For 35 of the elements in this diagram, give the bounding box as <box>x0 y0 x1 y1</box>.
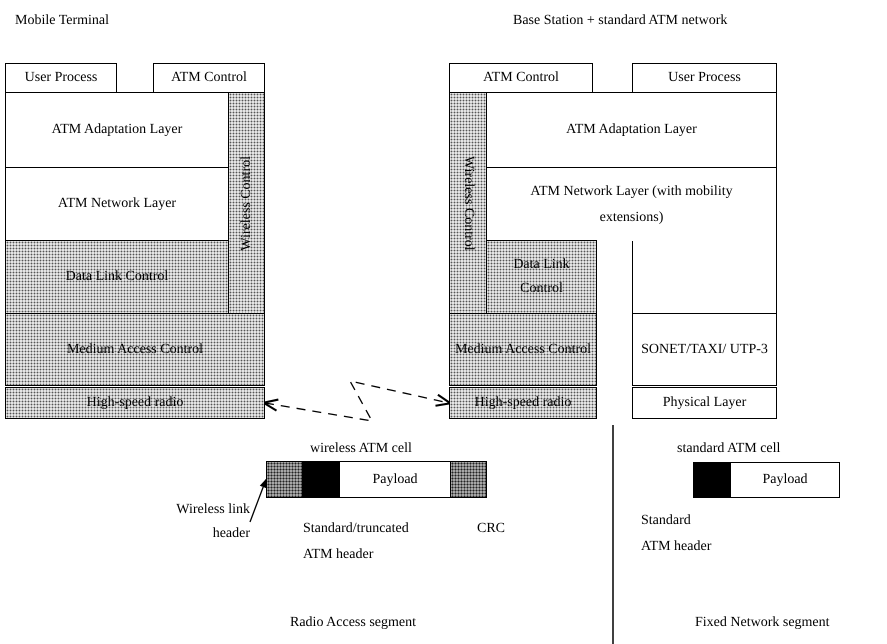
layer-label: Physical Layer <box>662 394 746 412</box>
caption-text: Base Station + standard ATM network <box>513 12 728 30</box>
layer-label: User Process <box>668 69 741 87</box>
layer-label: High-speed radio <box>474 394 572 412</box>
layer-label: ATM Adaptation Layer <box>566 121 697 139</box>
layer-label: Medium Access Control <box>454 340 592 358</box>
caption-text: Radio Access segment <box>290 614 417 632</box>
layer-label: SONET/TAXI/ UTP-3 <box>641 340 768 358</box>
layer-label: ATM Control <box>483 69 559 87</box>
layer-label: Wireless Control <box>460 156 477 250</box>
layer-label: ATM Control <box>171 69 247 87</box>
layer-label: ATM Adaptation Layer <box>52 121 182 139</box>
caption-text: wireless ATM cell <box>310 440 413 458</box>
layer-label: Medium Access Control <box>66 340 204 358</box>
layer-label: Wireless Control <box>238 156 254 250</box>
cell-segment <box>450 461 487 498</box>
layer-label: Payload <box>762 471 808 489</box>
caption-text: standard ATM cell <box>677 440 782 458</box>
caption-text: Fixed Network segment <box>695 614 831 632</box>
cell-segment <box>693 462 731 498</box>
caption-text: CRC <box>477 520 506 538</box>
callout-text: Wireless link header <box>175 501 250 543</box>
caption-text: Standard ATM header <box>641 512 712 556</box>
cell-segment <box>302 461 340 498</box>
layer-label: User Process <box>24 69 98 87</box>
leader-arrow <box>249 478 267 522</box>
layer-label: Data Link Control <box>66 268 168 286</box>
layer-label: Payload <box>372 470 418 488</box>
cell-segment <box>266 461 303 498</box>
layer-label: High-speed radio <box>86 394 184 412</box>
caption-text: Standard/truncated ATM header <box>303 520 410 564</box>
layer-label: ATM Network Layer <box>58 195 176 213</box>
layer-label: ATM Network Layer (with mobility extensions) <box>529 182 734 226</box>
layer-label: Data Link Control <box>512 256 571 298</box>
caption-text: Mobile Terminal <box>15 12 110 30</box>
